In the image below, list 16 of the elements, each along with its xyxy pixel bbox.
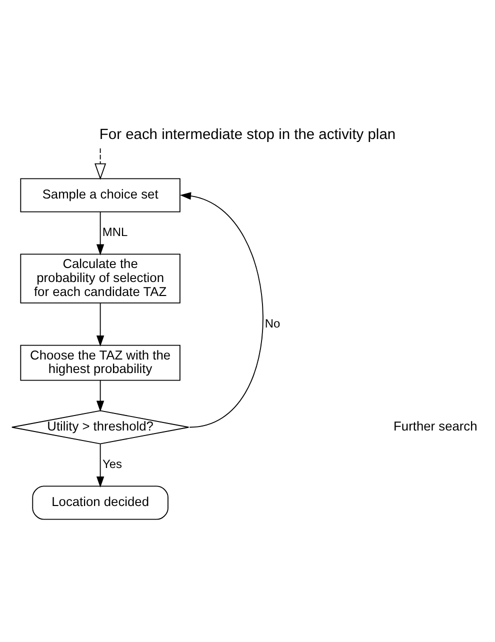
node-box: Location decided	[32, 485, 168, 520]
arrow	[96, 302, 104, 346]
node-diamond: Utility > threshold?	[11, 410, 190, 444]
arrow	[96, 443, 104, 488]
edge-label: No	[264, 316, 280, 330]
edge-label: MNL	[102, 224, 128, 239]
diagram-title: For each intermediate stop in the activity plan	[99, 126, 396, 143]
arrow	[94, 147, 106, 180]
node-box: Sample a choice set	[20, 178, 180, 212]
arrow	[180, 192, 264, 428]
node-box: Choose the TAZ with the highest probability	[20, 344, 180, 380]
edge-label: Yes	[102, 456, 122, 471]
arrow	[96, 210, 104, 255]
node-box: Calculate the probability of selection for each candidate TAZ	[20, 253, 180, 303]
label: Further search	[394, 418, 478, 434]
arrow	[96, 380, 104, 412]
